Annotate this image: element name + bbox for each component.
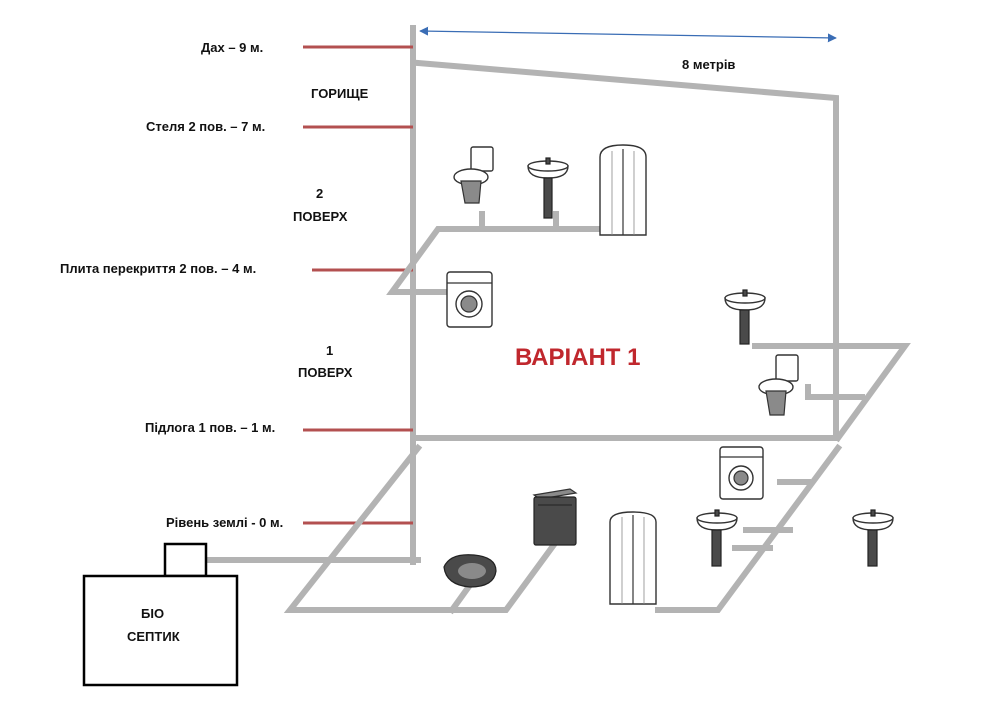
pipes-floor-1-right [752,343,911,443]
washbasin-icon [724,289,766,345]
washbasin-icon [527,157,569,219]
level-label-ground: Рівень землі - 0 м. [166,515,283,530]
septic-inlet-box [163,542,208,578]
variant-title: ВАРІАНТ 1 [515,344,640,371]
zone-floor1-label: ПОВЕРХ [298,365,353,380]
level-label-roof: Дах – 9 м. [201,40,263,55]
washing-machine-icon [719,446,764,500]
zone-floor1-number: 1 [326,343,333,358]
width-dimension-arrow [419,26,837,43]
toilet-icon [453,146,494,204]
washbasin-icon [696,509,738,567]
level-label-floor-1: Підлога 1 пов. – 1 м. [145,420,275,435]
shower-cabin-icon [609,511,657,605]
washbasin-icon [852,509,894,567]
level-label-slab-2: Плита перекриття 2 пов. – 4 м. [60,261,256,276]
pipes-floor-2 [386,211,601,295]
width-dimension-label: 8 метрів [682,57,735,72]
septic-label-line2: СЕПТИК [127,629,180,644]
zone-attic-label: ГОРИЩЕ [311,86,369,101]
toilet-icon [758,354,799,416]
zone-floor2-label: ПОВЕРХ [293,209,348,224]
zone-floor2-number: 2 [316,186,323,201]
bio-septic-tank: БІО СЕПТИК [82,542,239,687]
floor-toilet-icon [443,554,497,588]
septic-label-line1: БІО [141,606,164,621]
shower-cabin-icon [599,144,647,236]
septic-body [82,574,239,687]
level-label-ceiling-2: Стеля 2 пов. – 7 м. [146,119,265,134]
pipes-ground-network [199,443,843,615]
washing-machine-icon [446,271,493,328]
dishwasher-icon [532,488,578,546]
